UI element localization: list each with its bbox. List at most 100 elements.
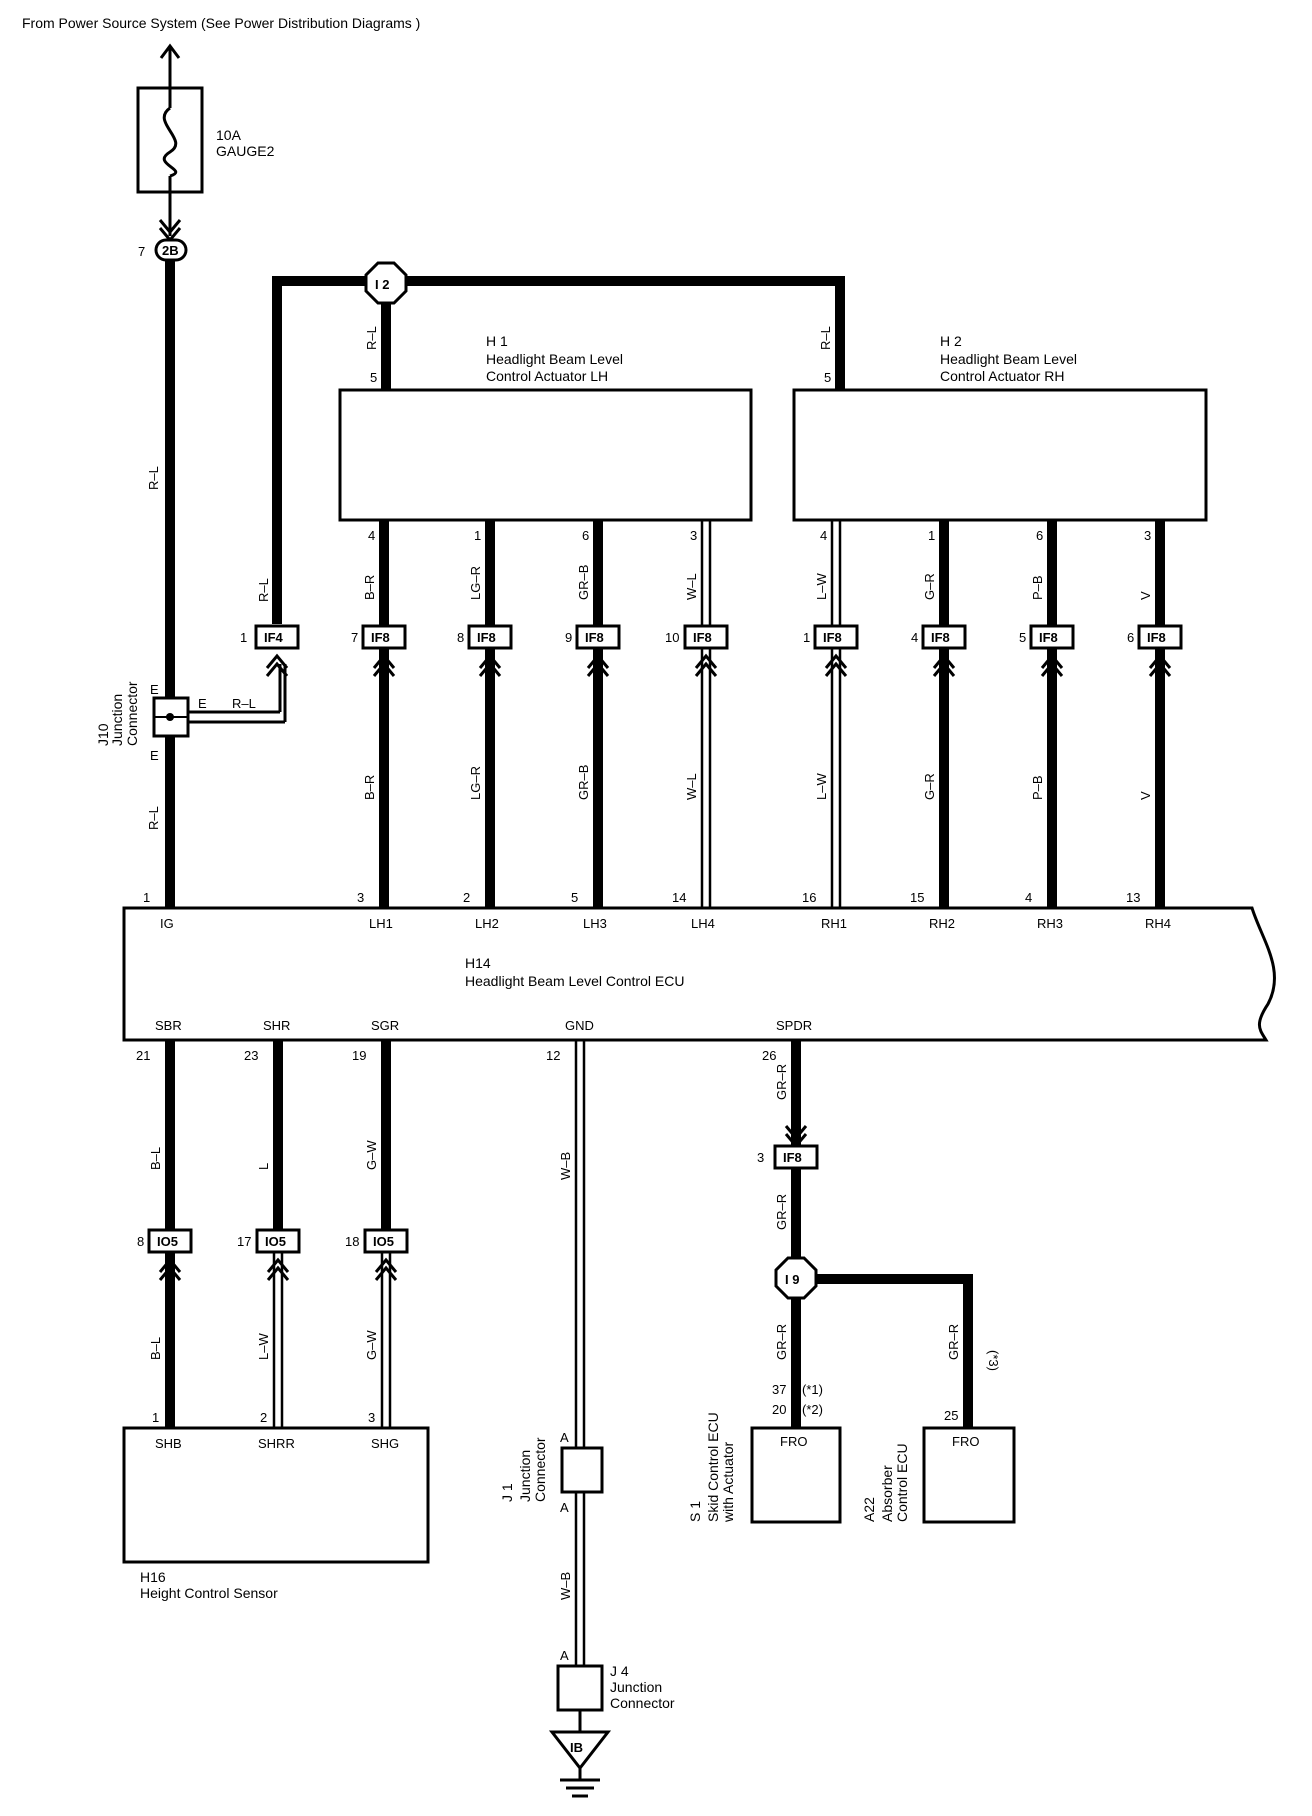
connector-arrows-icon (374, 1265, 398, 1281)
wire-sensor-lower-1: L–W (256, 1333, 271, 1360)
connector-arrows-icon (932, 661, 956, 677)
connector-arrows-icon (1040, 661, 1064, 677)
connector-arrows-icon (586, 653, 610, 669)
connector-if8-0 (361, 624, 407, 650)
h14-top-terminal: RH1 (821, 916, 847, 931)
wire-spdr-1: GR–R (774, 1064, 789, 1100)
h14-top-terminal: RH4 (1145, 916, 1171, 931)
connector-io5-0 (147, 1228, 193, 1254)
wire-actuator-upper-3: W–L (684, 573, 699, 600)
connector-if8-3-pin: 10 (665, 630, 679, 645)
h14-bottom-pin: 12 (546, 1048, 560, 1063)
pin-2b: 7 (138, 244, 145, 259)
actuator-pin: 4 (820, 528, 827, 543)
h14-ecu-box (122, 906, 1276, 1042)
wire-spdr-s1: GR–R (774, 1324, 789, 1360)
wire-to-h1: R–L (364, 326, 379, 350)
ground-line (548, 1040, 612, 1798)
connector-io5-0-pin: 8 (137, 1234, 144, 1249)
connector-if8-6-label: IF8 (1039, 630, 1058, 645)
connector-if8-1-label: IF8 (477, 630, 496, 645)
h14-bottom-pin: 26 (762, 1048, 776, 1063)
fuse-name: GAUGE2 (216, 143, 275, 159)
spdr-line (750, 1040, 1016, 1524)
wire-actuator-lower-6: P–B (1030, 775, 1045, 800)
connector-arrows-icon (824, 661, 848, 677)
connector-arrows-icon (1040, 653, 1064, 669)
h16-name: Height Control Sensor (140, 1585, 278, 1601)
ground-symbol-icon (548, 1730, 612, 1771)
wire-actuator-upper-1: LG–R (468, 566, 483, 600)
wire-actuator-upper-0: B–R (362, 575, 377, 600)
h1-top-pin: 5 (370, 370, 377, 385)
connector-if8-7-label: IF8 (1147, 630, 1166, 645)
wire-main-upper: R–L (146, 466, 161, 490)
actuator-pin: 1 (474, 528, 481, 543)
wire-sensor-upper-2: G–W (364, 1140, 379, 1170)
connector-if8-2-label: IF8 (585, 630, 604, 645)
connector-io5-2-pin: 18 (345, 1234, 359, 1249)
a22-name1: Absorber (879, 1465, 895, 1522)
connector-if8-6 (1029, 624, 1075, 650)
h14-bottom-terminal: SPDR (776, 1018, 812, 1033)
j4-code: J 4 (610, 1663, 629, 1679)
h14-top-pin: 3 (357, 890, 364, 905)
actuator-pin: 1 (928, 528, 935, 543)
connector-arrows-icon (694, 653, 718, 669)
pin-if4: 1 (240, 630, 247, 645)
h1-actuator-box (338, 388, 753, 522)
actuator-pin: 3 (1144, 528, 1151, 543)
actuator-pin: 6 (1036, 528, 1043, 543)
fuse-element-icon (162, 106, 178, 178)
h16-terminal: SHG (371, 1436, 399, 1451)
s1-pin2: 20 (772, 1402, 786, 1417)
pin-if8-spdr: 3 (757, 1150, 764, 1165)
connector-if8-spdr-label: IF8 (783, 1150, 802, 1165)
connector-if4-label: IF4 (264, 630, 284, 645)
wire-to-h2: R–L (818, 326, 833, 350)
h14-top-pin: 4 (1025, 890, 1032, 905)
wire-sensor-lower-0: B–L (148, 1337, 163, 1360)
connector-if8-3-label: IF8 (693, 630, 712, 645)
a22-code: A22 (861, 1497, 877, 1522)
wire-actuator-lower-7: V (1138, 791, 1153, 800)
connector-if8-2-pin: 9 (565, 630, 572, 645)
wire-gnd-upper: W–B (558, 1152, 573, 1180)
j1-name1: Junction (517, 1450, 533, 1502)
wire-gnd-lower: W–B (558, 1572, 573, 1600)
j4-name2: Connector (610, 1695, 675, 1711)
h1-name1: Headlight Beam Level (486, 351, 623, 367)
wire-actuator-lower-5: G–R (922, 773, 937, 800)
connector-io5-1 (255, 1228, 301, 1254)
ground-label: IB (570, 1740, 583, 1755)
h14-bottom-terminal: SBR (155, 1018, 182, 1033)
connector-i2 (364, 261, 408, 305)
j10-terminal-side: E (198, 696, 207, 711)
connector-if8-5 (921, 624, 967, 650)
h14-bottom-terminal: SHR (263, 1018, 290, 1033)
a22-terminal: FRO (952, 1434, 979, 1449)
j4-terminal-top: A (560, 1648, 569, 1663)
top-bus (272, 261, 845, 624)
h14-top-terminal: LH2 (475, 916, 499, 931)
wire-actuator-lower-4: L–W (814, 773, 829, 800)
j4-name1: Junction (610, 1679, 662, 1695)
wire-actuator-upper-2: GR–B (576, 565, 591, 600)
actuator-pin: 4 (368, 528, 375, 543)
h14-top-terminal: IG (160, 916, 174, 931)
h14-bottom-pin: 23 (244, 1048, 258, 1063)
h14-top-pin: 2 (463, 890, 470, 905)
connector-arrows-icon (374, 1257, 398, 1273)
j1-code: J 1 (499, 1483, 515, 1502)
h16-pin: 3 (368, 1410, 375, 1425)
h2-name2: Control Actuator RH (940, 368, 1065, 384)
wire-actuator-lower-2: GR–B (576, 765, 591, 800)
h14-bottom-pin: 19 (352, 1048, 366, 1063)
h16-terminal: SHB (155, 1436, 182, 1451)
h2-code: H 2 (940, 333, 962, 349)
connector-arrows-icon (932, 653, 956, 669)
j10-name2: Connector (124, 681, 140, 746)
h14-top-terminal: RH3 (1037, 916, 1063, 931)
